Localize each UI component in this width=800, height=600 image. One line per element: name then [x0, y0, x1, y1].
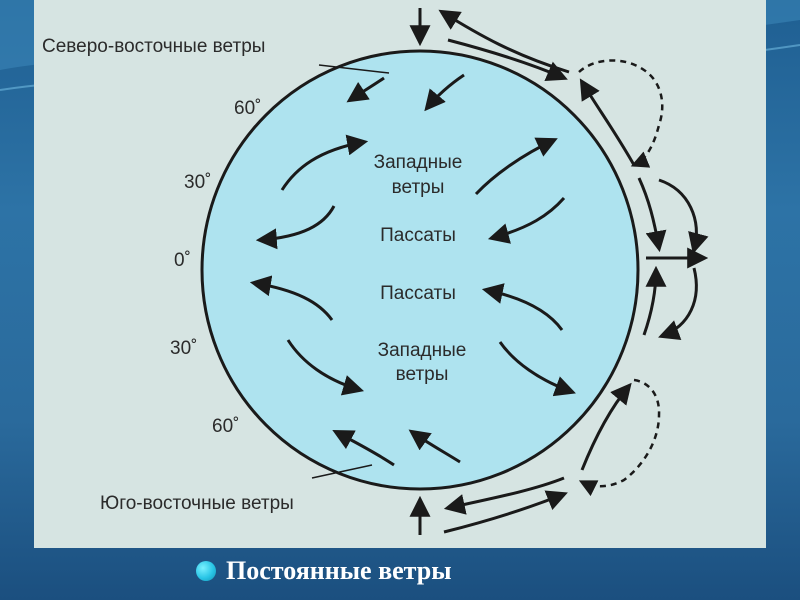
- wind-arrow: [658, 267, 698, 340]
- latitude-label-60s: 60˚: [212, 416, 239, 437]
- wind-arrow: [658, 178, 709, 255]
- globe: [200, 49, 640, 491]
- wind-arrow: [424, 73, 465, 112]
- wind-arrow: [642, 265, 667, 336]
- latitude-label-30n: 30˚: [184, 172, 211, 193]
- wind-diagram: Северо-восточные ветры Юго-восточные вет…: [42, 8, 709, 535]
- wind-arrow: [332, 430, 395, 467]
- caption-text: Постоянные ветры: [226, 556, 452, 585]
- wind-arrow: [580, 382, 632, 471]
- westerlies-north-label-line1: Западные: [374, 152, 463, 173]
- wind-arrow: [249, 275, 334, 321]
- wind-arrow: [474, 137, 558, 196]
- wind-arrow: [408, 429, 461, 464]
- westerlies-north-label-line2: ветры: [392, 177, 445, 198]
- southeast-winds-label: Юго-восточные ветры: [100, 493, 294, 514]
- wind-arrow: [443, 476, 565, 515]
- dashed-cell: [578, 378, 661, 497]
- wind-arrow: [481, 283, 564, 331]
- northeast-pointer-line: [318, 64, 390, 74]
- westerlies-south-label-line1: Западные: [378, 340, 467, 361]
- diagram-panel: Северо-восточные ветры Юго-восточные вет…: [34, 0, 766, 548]
- wind-arrow: [286, 339, 365, 396]
- dashed-cell: [578, 59, 664, 168]
- wind-arrow: [637, 177, 667, 253]
- wind-arrow: [498, 341, 576, 397]
- northeast-winds-label: Северо-восточные ветры: [42, 36, 265, 57]
- trades-north-label: Пассаты: [380, 225, 456, 246]
- southeast-pointer-line: [311, 464, 373, 479]
- latitude-label-30s: 30˚: [170, 338, 197, 359]
- latitude-label-60n: 60˚: [234, 98, 261, 119]
- westerlies-south-label-line2: ветры: [396, 364, 449, 385]
- trades-south-label: Пассаты: [380, 283, 456, 304]
- wind-arrow: [579, 78, 636, 166]
- wind-arrow: [255, 205, 336, 250]
- wind-arrow: [346, 76, 385, 103]
- slide-caption: Постоянные ветры: [196, 553, 452, 589]
- wind-arrow: [280, 134, 369, 191]
- wind-arrow: [443, 490, 568, 534]
- latitude-label-equator: 0˚: [174, 250, 191, 271]
- bullet-icon: [196, 561, 216, 581]
- wind-arrow: [487, 197, 566, 244]
- wind-arrow: [447, 38, 568, 81]
